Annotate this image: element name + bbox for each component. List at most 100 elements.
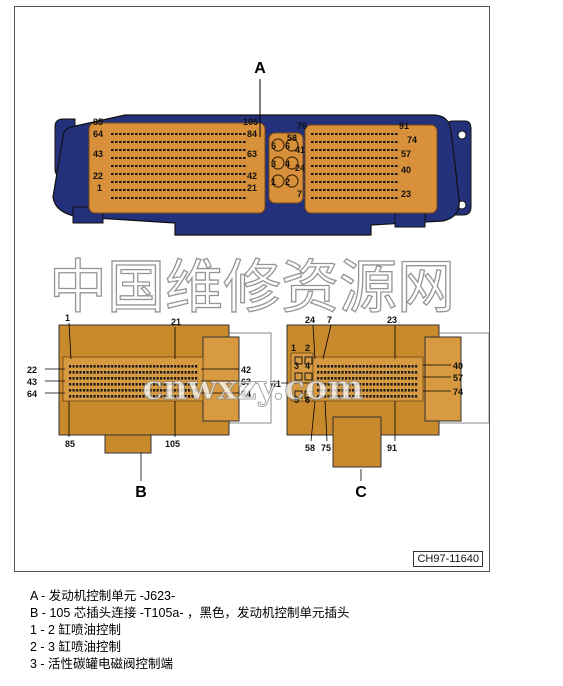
- pin-slot: [171, 189, 174, 191]
- pin-slot: [163, 189, 166, 191]
- pin-slot: [373, 383, 376, 386]
- pin-slot: [69, 389, 72, 392]
- pin-slot: [86, 383, 89, 386]
- pin-slot: [147, 189, 150, 191]
- pin-slot: [160, 377, 163, 380]
- pin-slot: [223, 141, 226, 143]
- pin-slot: [380, 377, 383, 380]
- pin-slot: [111, 377, 114, 380]
- pin-slot: [387, 389, 390, 392]
- pin-slot: [111, 133, 114, 135]
- pin-slot: [139, 181, 142, 183]
- pin-slot: [170, 377, 173, 380]
- pin-slot: [195, 133, 198, 135]
- pin-slot: [160, 395, 163, 398]
- pin-slot: [231, 181, 234, 183]
- ecu-pin-105: 105: [243, 117, 258, 127]
- pin-slot: [123, 157, 126, 159]
- pin-slot: [146, 365, 149, 368]
- pin-slot: [366, 371, 369, 374]
- pin-slot: [315, 189, 318, 191]
- pin-slot: [191, 149, 194, 151]
- pin-slot: [347, 157, 350, 159]
- conn-b-pin-42: 42: [241, 365, 251, 375]
- pin-slot: [188, 365, 191, 368]
- pin-slot: [149, 371, 152, 374]
- pin-slot: [163, 149, 166, 151]
- pin-slot: [355, 157, 358, 159]
- pin-slot: [376, 371, 379, 374]
- pin-slot: [135, 165, 138, 167]
- pin-slot: [159, 181, 162, 183]
- pin-slot: [104, 389, 107, 392]
- conn-b-pin-21: 21: [171, 317, 181, 327]
- pin-slot: [235, 157, 238, 159]
- pin-slot: [69, 395, 72, 398]
- pin-slot: [135, 371, 138, 374]
- pin-slot: [191, 133, 194, 135]
- pin-slot: [142, 377, 145, 380]
- pin-slot: [181, 377, 184, 380]
- pin-slot: [379, 197, 382, 199]
- pin-slot: [363, 149, 366, 151]
- pin-slot: [114, 371, 117, 374]
- pin-slot: [174, 377, 177, 380]
- pin-slot: [319, 165, 322, 167]
- ecu-pin-rows: [111, 133, 398, 199]
- pin-slot: [215, 133, 218, 135]
- pin-slot: [235, 149, 238, 151]
- pin-slot: [347, 189, 350, 191]
- ecu-pin-7: 7: [297, 189, 302, 199]
- pin-slot: [111, 181, 114, 183]
- pin-slot: [362, 365, 365, 368]
- pin-slot: [315, 181, 318, 183]
- pin-slot: [163, 365, 166, 368]
- pin-slot: [341, 365, 344, 368]
- pin-slot: [156, 365, 159, 368]
- pin-slot: [395, 149, 398, 151]
- pin-slot: [135, 189, 138, 191]
- pin-slot: [97, 383, 100, 386]
- legend: A - 发动机控制单元 -J623- B - 105 芯插头连接 -T105a-…: [30, 588, 550, 673]
- pin-slot: [401, 383, 404, 386]
- pin-slot: [355, 181, 358, 183]
- pin-slot: [379, 141, 382, 143]
- pin-slot: [334, 395, 337, 398]
- pin-slot: [127, 133, 130, 135]
- pin-slot: [359, 189, 362, 191]
- pin-slot: [327, 389, 330, 392]
- pin-slot: [379, 157, 382, 159]
- pin-slot: [343, 165, 346, 167]
- pin-slot: [387, 197, 390, 199]
- pin-slot: [411, 395, 414, 398]
- watermark-main: 中国维修资源网: [49, 253, 455, 321]
- pin-slot: [119, 189, 122, 191]
- conn-c-pin-inner-5: 5: [294, 395, 299, 405]
- ecu-pin-1: 1: [97, 183, 102, 193]
- pin-slot: [187, 181, 190, 183]
- pin-slot: [397, 365, 400, 368]
- pin-slot: [111, 189, 114, 191]
- pin-slot: [155, 141, 158, 143]
- connector-b-tab: [104, 434, 152, 454]
- pin-slot: [323, 181, 326, 183]
- pin-slot: [195, 383, 198, 386]
- pin-slot: [127, 197, 130, 199]
- pin-slot: [355, 165, 358, 167]
- pin-slot: [153, 365, 156, 368]
- pin-slot: [211, 133, 214, 135]
- pin-slot: [125, 377, 128, 380]
- pin-slot: [167, 395, 170, 398]
- pin-slot: [367, 141, 370, 143]
- ecu-small-4: 4: [285, 159, 290, 169]
- pin-slot: [363, 197, 366, 199]
- pin-slot: [219, 133, 222, 135]
- pin-slot: [149, 383, 152, 386]
- conn-c-pin-inner-6: 6: [305, 395, 310, 405]
- pin-slot: [207, 165, 210, 167]
- pin-slot: [383, 371, 386, 374]
- pin-slot: [320, 377, 323, 380]
- pin-slot: [83, 371, 86, 374]
- pin-slot: [352, 383, 355, 386]
- pin-slot: [155, 165, 158, 167]
